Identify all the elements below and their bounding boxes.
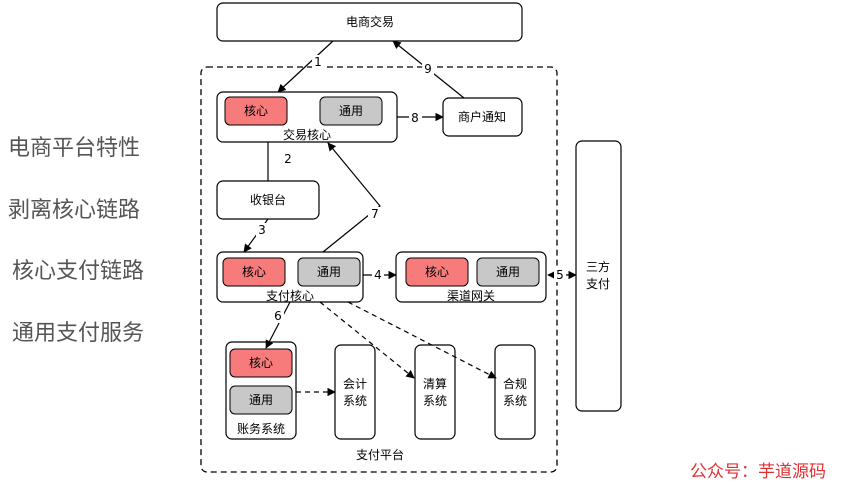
edge-2-label-bg: [282, 152, 294, 166]
trade-core-core-chip-label: 核心: [244, 104, 268, 118]
trade-core-core-chip: [224, 96, 288, 126]
pay-core-common-chip: [297, 257, 361, 287]
channel-gateway-core-chip: [405, 257, 469, 287]
edge-4-label: 4: [374, 268, 382, 282]
clearing-system-node[interactable]: [414, 344, 456, 440]
account-system-label: 账务系统: [237, 421, 285, 436]
edge-5-label: 5: [556, 268, 564, 282]
edge-7-label-bg: [368, 207, 382, 221]
pay-platform-boundary: [200, 66, 558, 473]
watermark-text: 公众号：芋道源码: [690, 462, 826, 482]
edge-1-label: 1: [314, 55, 322, 69]
merchant-notify-label: 商户通知: [458, 109, 506, 124]
third-party-pay-label-line1: 三方: [586, 259, 610, 274]
edge-5-label-bg: [554, 267, 566, 282]
side-label-strip-core-chain: 剥离核心链路: [8, 198, 141, 223]
compliance-system-node[interactable]: [494, 344, 536, 440]
account-system-common-chip: [229, 385, 293, 415]
accounting-system-label-line2: 系统: [343, 394, 367, 408]
trade-core-label: 交易核心: [283, 127, 331, 142]
edge-3-label-bg: [256, 223, 268, 237]
side-label-platform-features: 电商平台特性: [8, 136, 141, 161]
accounting-system-node[interactable]: [334, 344, 376, 440]
side-label-core-payment-chain: 核心支付链路: [12, 259, 145, 284]
trade-core-common-chip-label: 通用: [339, 104, 363, 118]
compliance-system-label-line1: 合规: [503, 376, 527, 391]
edge-9-label: 9: [424, 62, 432, 76]
channel-gateway-core-chip-label: 核心: [425, 265, 449, 279]
ecommerce-label: 电商交易: [346, 14, 394, 29]
side-label-common-payment-service: 通用支付服务: [12, 321, 145, 346]
channel-gateway-common-chip: [476, 257, 540, 287]
pay-platform-label: 支付平台: [356, 447, 404, 462]
edge-7-arrow: [322, 142, 381, 253]
pay-core-core-chip-label: 核心: [242, 265, 266, 279]
edge-9-label-bg: [422, 62, 434, 76]
edge-6-label-bg: [272, 309, 284, 323]
edge-1-arrow: [277, 40, 334, 93]
dashed-edge-pay-core-to-clearing: [319, 301, 415, 379]
account-system-core-chip-label: 核心: [249, 356, 273, 370]
trade-core-common-chip: [319, 96, 383, 126]
edge-6-arrow: [265, 301, 291, 349]
third-party-pay-node[interactable]: [575, 140, 622, 412]
edge-6-label: 6: [274, 309, 282, 323]
edge-1-label-bg: [312, 55, 324, 69]
compliance-system-label-line2: 系统: [503, 394, 527, 408]
edge-7-label: 7: [371, 207, 379, 221]
accounting-system-label-line1: 会计: [343, 377, 367, 391]
ecommerce-node[interactable]: [216, 2, 523, 42]
clearing-system-label-line1: 清算: [423, 376, 447, 391]
cashier-label: 收银台: [250, 192, 286, 207]
edge-4-label-bg: [372, 267, 384, 282]
pay-core-core-chip: [222, 257, 286, 287]
account-system-core-chip: [229, 348, 293, 378]
clearing-system-label-line2: 系统: [423, 394, 447, 408]
edge-8-label-bg: [409, 110, 422, 125]
channel-gateway-common-chip-label: 通用: [496, 265, 520, 279]
edge-2-label: 2: [284, 152, 292, 166]
dashed-edge-pay-core-to-compliance: [347, 301, 497, 379]
edge-3-label: 3: [258, 223, 266, 237]
pay-core-common-chip-label: 通用: [317, 265, 341, 279]
pay-core-label: 支付核心: [266, 289, 314, 303]
channel-gateway-label: 渠道网关: [447, 289, 495, 303]
account-system-common-chip-label: 通用: [249, 393, 273, 407]
edge-8-label: 8: [411, 111, 419, 125]
third-party-pay-label-line2: 支付: [586, 277, 610, 291]
